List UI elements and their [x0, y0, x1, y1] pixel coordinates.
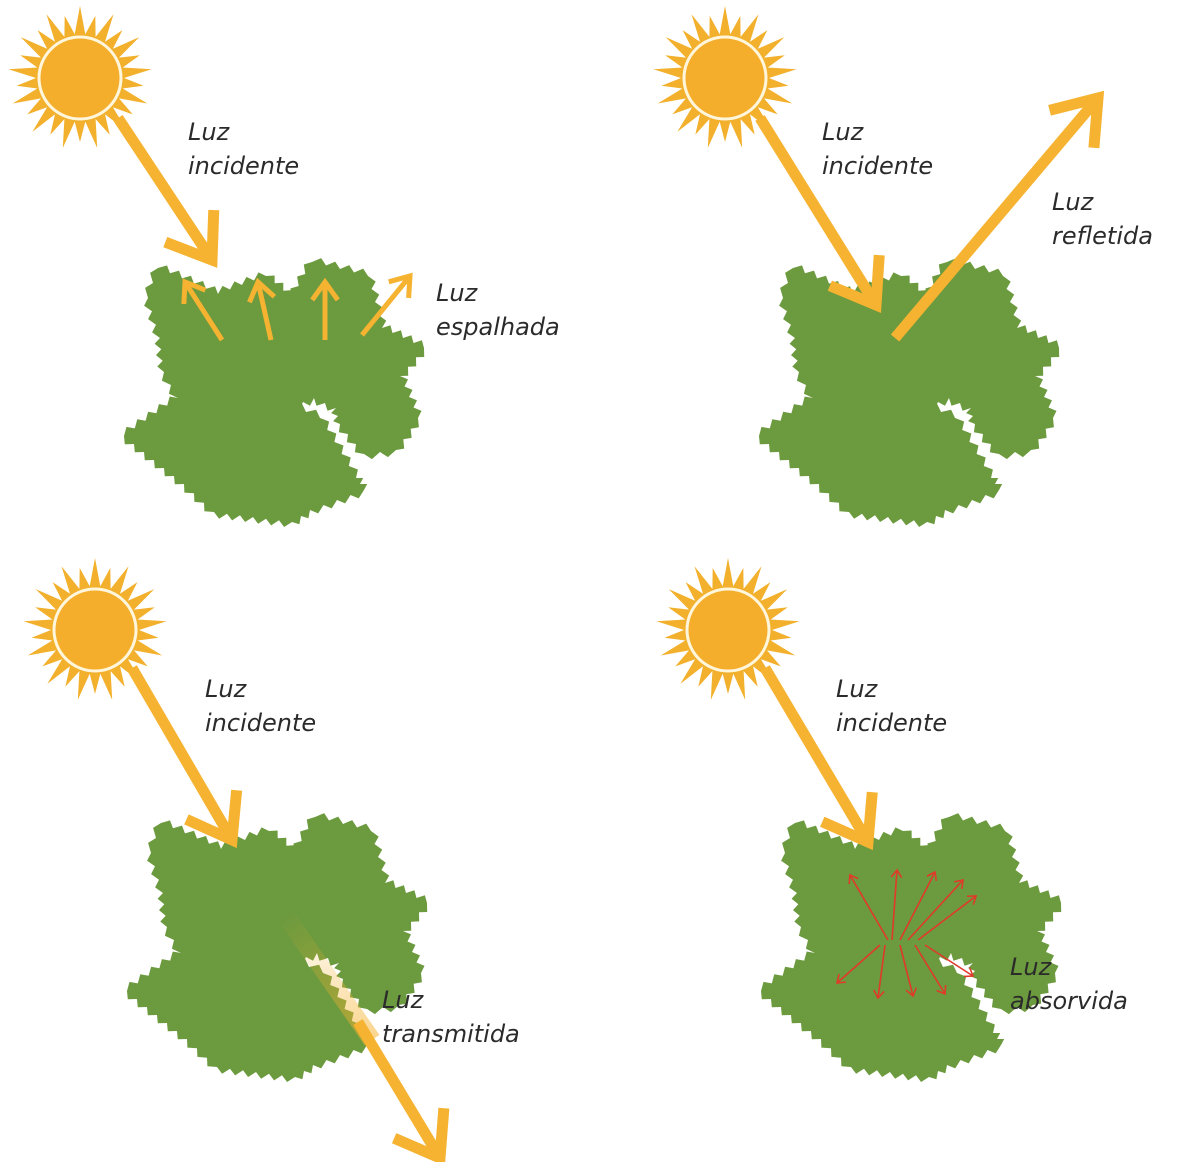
panel-transmitted: Luz incidente Luz transmitida [24, 558, 520, 1158]
leaf [124, 258, 424, 527]
panel-scattered: Luz incidente Luz espalhada [9, 6, 560, 527]
reflected-label-line2: refletida [1052, 222, 1153, 250]
sun-icon [657, 558, 800, 700]
incident-arrow [760, 118, 879, 305]
incident-label-line1: Luz [822, 118, 865, 146]
leaf [761, 813, 1061, 1082]
transmitted-label-line1: Luz [382, 986, 425, 1014]
incident-label-line1: Luz [188, 118, 231, 146]
incident-label-line2: incidente [822, 152, 933, 180]
incident-label-line2: incidente [188, 152, 299, 180]
absorbed-label-line1: Luz [1010, 953, 1053, 981]
incident-label-line2: incidente [205, 709, 316, 737]
incident-label-line1: Luz [205, 675, 248, 703]
reflected-label-line1: Luz [1052, 188, 1095, 216]
transmitted-label-line2: transmitida [382, 1020, 520, 1048]
scattered-label-line2: espalhada [436, 313, 560, 341]
sun-icon [24, 558, 167, 700]
absorbed-label-line2: absorvida [1010, 987, 1128, 1015]
incident-label-line2: incidente [836, 709, 947, 737]
panel-absorbed: Luz incidente Luz absorvida [657, 558, 1128, 1082]
scattered-label-line1: Luz [436, 279, 479, 307]
panel-reflected: Luz incidente Luz refletida [654, 6, 1153, 527]
incident-label-line1: Luz [836, 675, 879, 703]
leaf [759, 258, 1059, 527]
sun-icon [654, 6, 797, 148]
